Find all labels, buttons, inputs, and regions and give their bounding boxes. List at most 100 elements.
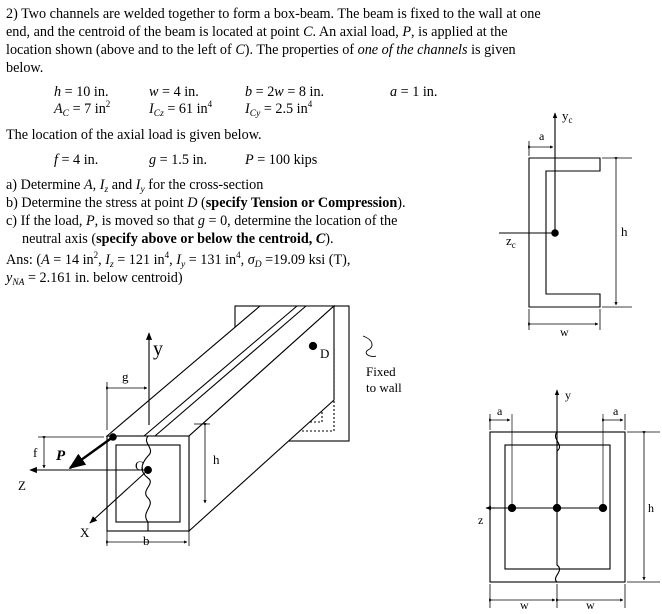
text: 2) Two channels are welded together to f…: [6, 6, 541, 22]
exponent: 2: [105, 99, 111, 109]
text: ).: [397, 195, 406, 211]
symbol: A: [84, 177, 93, 193]
text: = 131 in: [185, 252, 237, 268]
text: ).: [325, 231, 334, 247]
value: = 7 in: [69, 101, 106, 117]
prop-Icy: ICy = 2.5 in4: [245, 99, 313, 119]
value: = 4 in.: [158, 84, 199, 100]
text: (: [197, 195, 206, 211]
text-emphasis: one of the channels: [357, 42, 468, 58]
value: = 8 in.: [283, 84, 325, 100]
value: = 4 in.: [57, 152, 99, 168]
prop-b: b = 2w = 8 in.: [245, 84, 324, 101]
text: below.: [6, 60, 44, 76]
box-label-h: h: [648, 501, 654, 515]
symbol: P: [85, 213, 95, 229]
x-axis: [89, 469, 149, 524]
symbol: A: [41, 252, 50, 268]
text: , is moved so that: [94, 213, 198, 229]
symbol: P: [245, 152, 254, 168]
subscript: Cy: [249, 109, 261, 119]
label-y: y: [153, 338, 163, 360]
text-bold: specify above or below the centroid,: [96, 231, 316, 247]
subscript: z: [104, 185, 109, 195]
value: = 100 kips: [253, 152, 318, 168]
text: ,: [169, 252, 177, 268]
box-centroid: [552, 503, 562, 513]
text: = 121 in: [113, 252, 165, 268]
text: ,: [98, 252, 106, 268]
symbol: w: [149, 84, 159, 100]
text: = 0, determine the location of the: [204, 213, 398, 229]
label-D: D: [320, 346, 329, 361]
prop-a: a = 1 in.: [390, 84, 437, 101]
label-to-wall: to wall: [366, 380, 402, 395]
value: = 1 in.: [397, 84, 438, 100]
label-f: f: [33, 445, 38, 460]
exponent: 4: [307, 99, 313, 109]
text: for the cross-section: [144, 177, 264, 193]
ch-label-yc: yc: [562, 108, 573, 125]
text: , is applied at the: [411, 24, 508, 40]
label-g: g: [122, 369, 129, 384]
symbol: f: [54, 152, 58, 168]
exponent: 4: [207, 99, 213, 109]
symbol: a: [390, 84, 398, 100]
value: = 61 in: [163, 101, 208, 117]
symbol-bold: C: [315, 231, 326, 247]
symbol: I: [105, 252, 110, 268]
box-label-a1: a: [497, 404, 503, 418]
point-D: [308, 341, 318, 351]
symbol-P: P: [402, 24, 412, 40]
label-b: b: [143, 533, 150, 548]
ch-label-a: a: [539, 129, 545, 143]
answer-line1: Ans: (A = 14 in2, Iz = 121 in4, Iy = 131…: [6, 250, 350, 270]
intro-line-1: 2) Two channels are welded together to f…: [6, 5, 656, 23]
label-X: X: [80, 525, 90, 540]
prop-Icz: ICz = 61 in4: [149, 99, 213, 119]
question-c-line2: neutral axis (specify above or below the…: [22, 231, 334, 248]
box-right-centroid: [598, 503, 608, 513]
subscript: z: [109, 260, 114, 270]
text: location shown (above and to the left of: [6, 42, 236, 58]
exponent: 4: [164, 250, 170, 260]
symbol: I: [135, 177, 141, 193]
question-c-line1: c) If the load, P, is moved so that g = …: [6, 213, 397, 230]
prop-h: h = 10 in.: [54, 84, 109, 101]
subscript: NA: [12, 278, 25, 288]
text: = 2.161 in. below centroid): [24, 270, 183, 286]
box-section-figure: [485, 389, 660, 608]
load-P: P = 100 kips: [245, 152, 317, 169]
text: = 14 in: [49, 252, 94, 268]
intro-line-4: below.: [6, 59, 656, 77]
question-a: a) Determine A, Iz and Iy for the cross-…: [6, 177, 264, 195]
label-fixed: Fixed: [366, 364, 396, 379]
exponent: 4: [236, 250, 241, 260]
text: b) Determine the stress at point: [6, 195, 188, 211]
ch-label-w: w: [560, 325, 569, 339]
subscript: Cz: [153, 109, 164, 119]
label-C: C: [135, 458, 144, 473]
label-P: P: [56, 448, 66, 464]
symbol: I: [245, 101, 250, 117]
symbol: I: [149, 101, 154, 117]
ch-label-h: h: [621, 224, 628, 239]
box-label-y: y: [565, 388, 571, 402]
subscript: y: [140, 185, 145, 195]
load-heading: The location of the axial load is given …: [6, 127, 262, 143]
question-b: b) Determine the stress at point D (spec…: [6, 195, 406, 212]
load-f: f = 4 in.: [54, 152, 98, 169]
symbol: D: [187, 195, 198, 211]
ch-label-yc-main: y: [562, 108, 569, 123]
label-Z: Z: [18, 478, 26, 493]
box-label-z: z: [478, 513, 483, 527]
symbol: I: [99, 177, 105, 193]
prop-Ac: AC = 7 in2: [54, 99, 111, 119]
symbol-C: C: [303, 24, 313, 40]
prop-w: w = 4 in.: [149, 84, 199, 101]
top-seam-line-2: [154, 305, 307, 437]
ch-label-zc-sub: c: [512, 240, 516, 250]
text: and: [108, 177, 136, 193]
subscript: y: [180, 260, 186, 270]
ch-label-zc-main: z: [506, 233, 512, 248]
